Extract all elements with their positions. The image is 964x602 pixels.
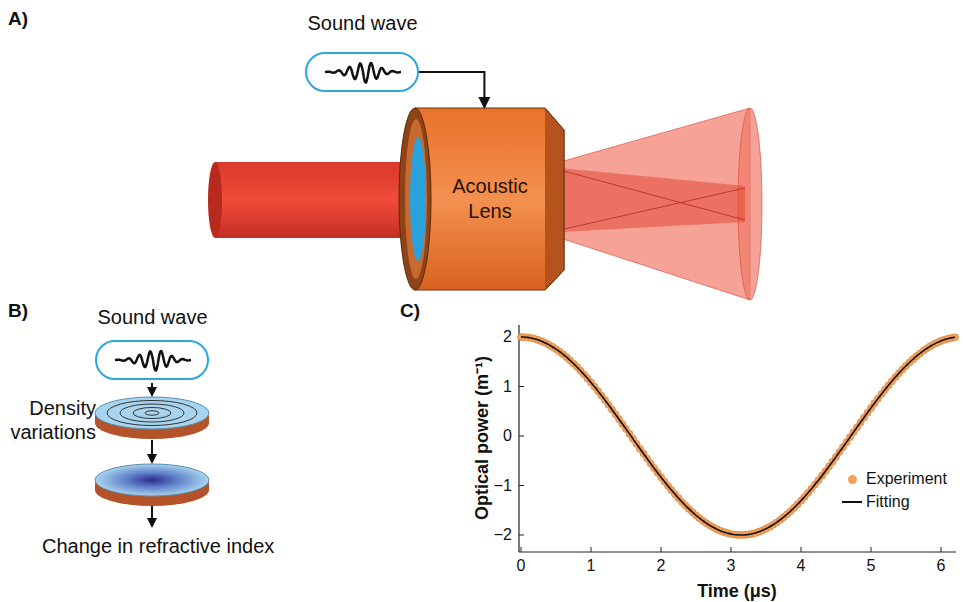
axis-ticks <box>519 337 941 552</box>
output-cone <box>560 108 762 300</box>
tick-label: −1 <box>494 477 512 495</box>
legend-row: Fitting <box>842 493 910 511</box>
tick-label: 2 <box>503 328 512 346</box>
flow-arrow <box>151 383 153 526</box>
tick-label: 4 <box>797 557 806 575</box>
panel-letter: A) <box>8 8 28 30</box>
legend-swatch <box>848 475 857 484</box>
wave-pill <box>305 52 419 92</box>
tick-label: 0 <box>503 427 512 445</box>
tick-label: 0 <box>517 557 526 575</box>
tick-label: 6 <box>937 557 946 575</box>
acoustic-lens-cylinder <box>399 108 564 290</box>
lens-label: Acoustic Lens <box>440 174 540 224</box>
part-label: Change in refractive index <box>42 535 274 558</box>
tick-label: 3 <box>727 557 736 575</box>
tick-label: 2 <box>657 557 666 575</box>
tick-label: 1 <box>503 378 512 396</box>
connector-arrow <box>419 72 484 107</box>
legend-line-sample <box>842 501 862 503</box>
legend-text: Fitting <box>866 493 910 511</box>
chart-axes <box>519 325 956 552</box>
legend-row: Experiment <box>842 470 947 488</box>
tick-label: 5 <box>867 557 876 575</box>
legend-text: Experiment <box>866 470 947 488</box>
data-series <box>517 333 958 538</box>
part-label: Density variations <box>6 396 96 444</box>
wave-pill <box>95 340 209 380</box>
node-heading: Sound wave <box>75 306 230 329</box>
acoustic-lens: Acoustic Lens <box>420 108 560 290</box>
density-disk <box>95 397 209 439</box>
panel-letter: B) <box>8 300 28 322</box>
axis-title: Time (μs) <box>697 581 777 602</box>
sound-wave-box: Sound wave <box>75 306 230 382</box>
tick-label: −2 <box>494 526 512 544</box>
input-beam <box>208 162 420 238</box>
axis-title: Optical power (m⁻¹) <box>469 356 493 520</box>
panel-letter: C) <box>400 300 420 322</box>
refractive-disk <box>95 464 209 506</box>
tick-label: 1 <box>587 557 596 575</box>
node-heading: Sound wave <box>285 12 440 35</box>
wave-symbol <box>315 52 410 92</box>
wave-symbol <box>105 340 200 380</box>
sound-wave-box: Sound wave <box>285 12 440 94</box>
